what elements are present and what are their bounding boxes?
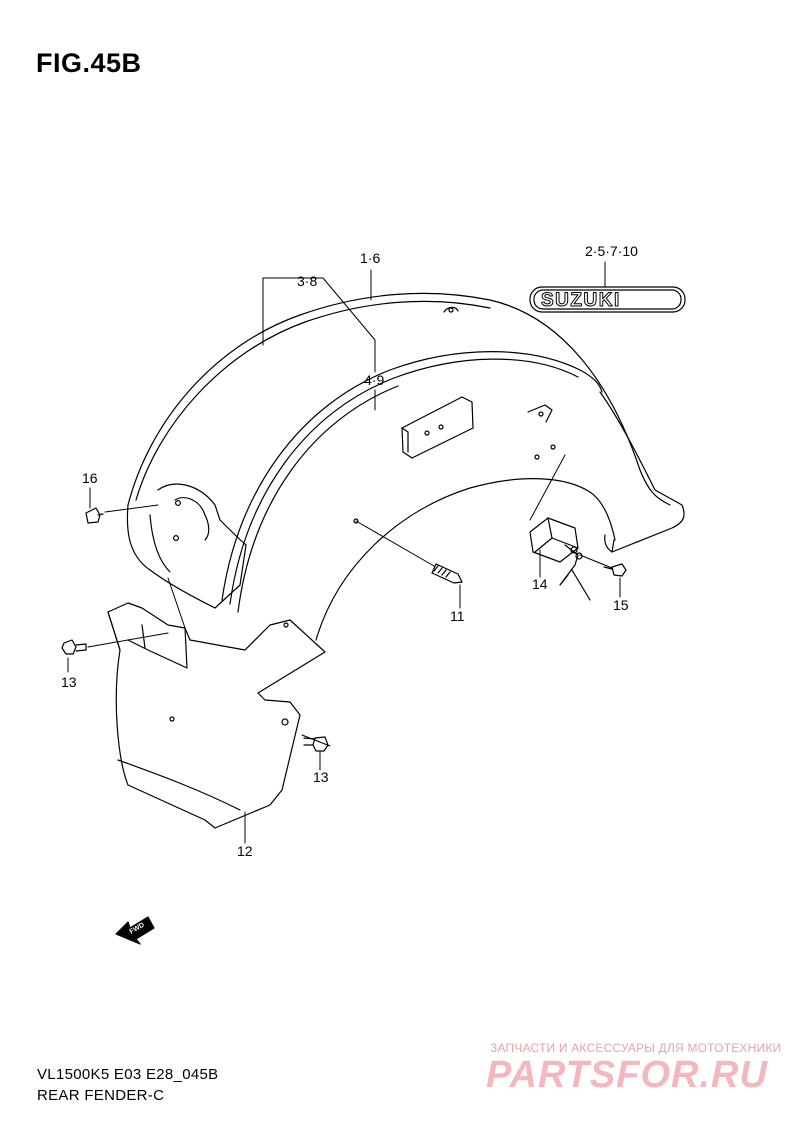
leader-lines xyxy=(67,261,621,844)
footer-model-code: VL1500K5 E03 E28_045B xyxy=(37,1066,219,1083)
callout-13a: 13 xyxy=(61,674,77,690)
fender-flap xyxy=(107,602,326,829)
callout-14: 14 xyxy=(532,576,548,592)
callout-2-5-7-10: 2·5·7·10 xyxy=(585,243,638,259)
emblem-text: SUZUKI xyxy=(541,290,621,311)
callout-12: 12 xyxy=(237,843,253,859)
footer-section-name: REAR FENDER-C xyxy=(37,1087,165,1104)
small-screw xyxy=(603,563,627,577)
watermark-brand: PARTSFOR.RU xyxy=(486,1054,768,1096)
callout-1-6: 1·6 xyxy=(360,250,380,266)
callout-4-9: 4·9 xyxy=(364,372,384,388)
callout-13b: 13 xyxy=(313,769,329,785)
figure-title: FIG.45B xyxy=(36,48,142,78)
callout-15: 15 xyxy=(613,597,629,613)
bolt-right xyxy=(303,736,329,752)
fwd-arrow xyxy=(115,916,155,945)
callout-11: 11 xyxy=(450,608,465,624)
suzuki-emblem xyxy=(529,286,686,313)
rear-fender xyxy=(126,292,685,641)
bolt-left xyxy=(61,639,87,655)
callout-3-8: 3·8 xyxy=(297,273,317,289)
long-screw xyxy=(431,563,463,584)
callout-16: 16 xyxy=(82,470,98,486)
push-rivet xyxy=(85,507,104,524)
callouts: 1·6 3·8 4·9 2·5·7·10 16 13 13 11 14 15 1… xyxy=(61,243,638,936)
lock-assembly xyxy=(529,517,591,601)
watermark-tagline: ЗАПЧАСТИ И АКСЕССУАРЫ ДЛЯ МОТОТЕХНИКИ xyxy=(490,1041,782,1055)
